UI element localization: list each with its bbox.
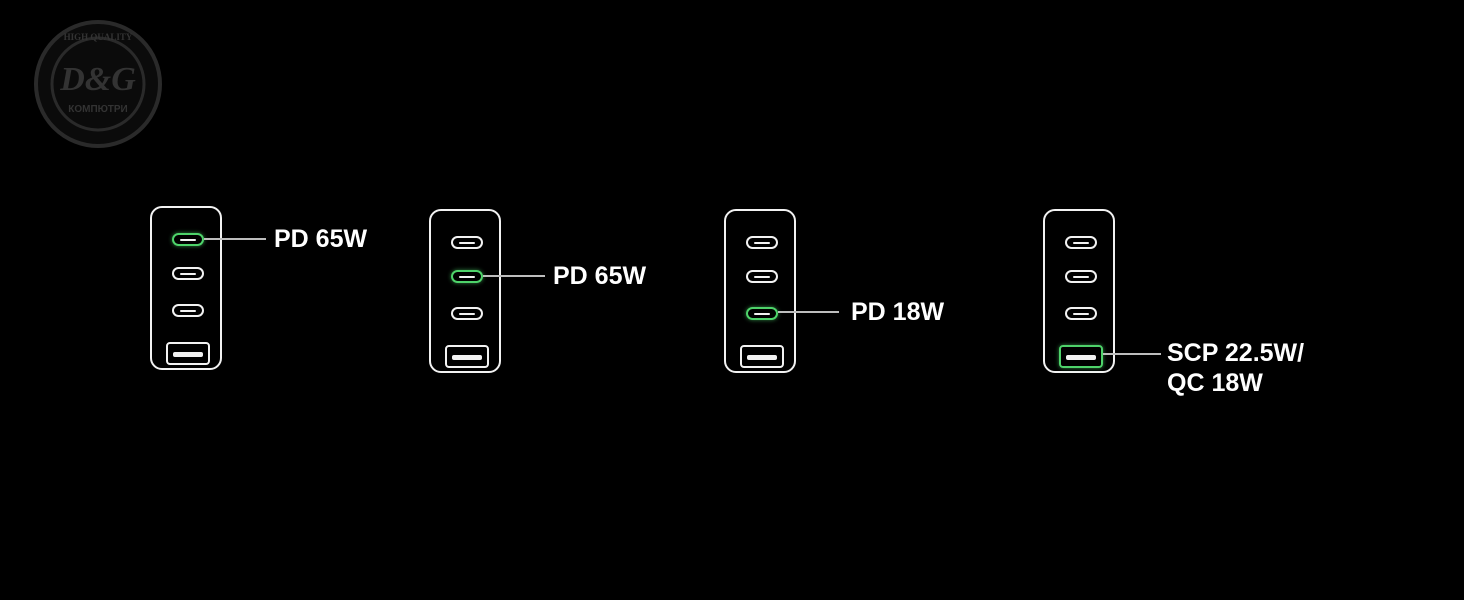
- callout-line: [1103, 353, 1161, 355]
- svg-text:D&G: D&G: [59, 61, 136, 98]
- charger-1: [150, 206, 222, 370]
- usb-c-port-3: [1065, 307, 1097, 320]
- port-label-line-2: QC 18W: [1167, 369, 1263, 397]
- usb-c-port-3-active: [746, 307, 778, 320]
- usb-c-port-1: [451, 236, 483, 249]
- svg-text:КОМПЮТРИ: КОМПЮТРИ: [68, 104, 127, 115]
- callout-line: [483, 275, 545, 277]
- svg-text:HIGH QUALITY: HIGH QUALITY: [64, 32, 133, 42]
- usb-c-port-2: [172, 267, 204, 280]
- usb-c-port-1: [746, 236, 778, 249]
- usb-c-port-3: [451, 307, 483, 320]
- usb-a-port: [166, 342, 210, 365]
- usb-a-port: [445, 345, 489, 368]
- dg-logo-watermark: D&G КОМПЮТРИ HIGH QUALITY: [34, 20, 162, 148]
- port-label: PD 65W: [553, 262, 647, 290]
- callout-line: [778, 311, 839, 313]
- usb-c-port-1-active: [172, 233, 204, 246]
- charger-4: [1043, 209, 1115, 373]
- charger-2: [429, 209, 501, 373]
- callout-line: [204, 238, 266, 240]
- usb-a-port: [740, 345, 784, 368]
- usb-a-port-active: [1059, 345, 1103, 368]
- usb-c-port-2-active: [451, 270, 483, 283]
- usb-c-port-1: [1065, 236, 1097, 249]
- port-label: PD 18W: [851, 298, 945, 326]
- usb-c-port-2: [746, 270, 778, 283]
- charger-3: [724, 209, 796, 373]
- port-label-line-1: SCP 22.5W/: [1167, 339, 1305, 367]
- usb-c-port-2: [1065, 270, 1097, 283]
- port-label: PD 65W: [274, 225, 368, 253]
- usb-c-port-3: [172, 304, 204, 317]
